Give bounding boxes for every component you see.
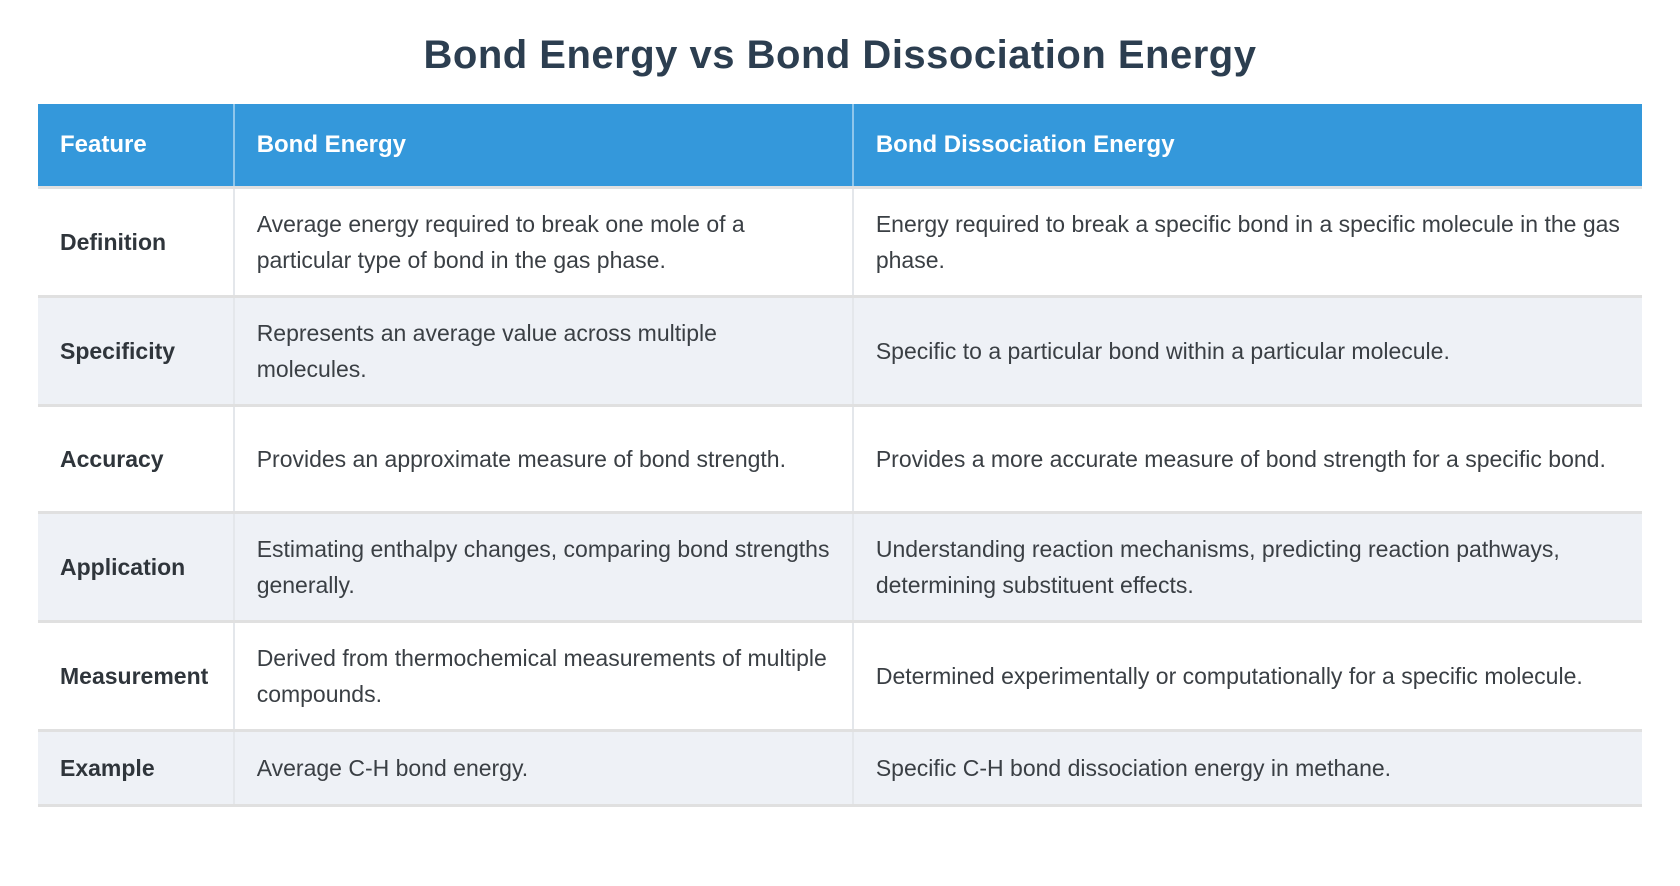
bond-dissociation-energy-cell: Determined experimentally or computation… — [852, 620, 1642, 731]
table-row: Application Estimating enthalpy changes,… — [38, 511, 1642, 622]
bond-energy-cell: Estimating enthalpy changes, comparing b… — [233, 511, 854, 622]
table-body: Definition Average energy required to br… — [38, 186, 1642, 807]
comparison-table: Feature Bond Energy Bond Dissociation En… — [38, 104, 1642, 807]
table-row: Measurement Derived from thermochemical … — [38, 620, 1642, 731]
bond-energy-cell: Average energy required to break one mol… — [233, 186, 854, 297]
feature-cell: Application — [38, 511, 235, 622]
feature-cell: Definition — [38, 186, 235, 297]
table-row: Accuracy Provides an approximate measure… — [38, 404, 1642, 513]
table-header: Feature Bond Energy Bond Dissociation En… — [38, 104, 1642, 188]
feature-cell: Measurement — [38, 620, 235, 731]
feature-cell: Accuracy — [38, 404, 235, 513]
feature-cell: Specificity — [38, 295, 235, 406]
bond-dissociation-energy-cell: Specific C-H bond dissociation energy in… — [852, 729, 1642, 807]
bond-energy-cell: Represents an average value across multi… — [233, 295, 854, 406]
comparison-table-container: Feature Bond Energy Bond Dissociation En… — [38, 104, 1642, 807]
table-row: Specificity Represents an average value … — [38, 295, 1642, 406]
bond-dissociation-energy-cell: Energy required to break a specific bond… — [852, 186, 1642, 297]
column-header-bond-dissociation-energy: Bond Dissociation Energy — [852, 104, 1642, 188]
bond-energy-cell: Average C-H bond energy. — [233, 729, 854, 807]
column-header-bond-energy: Bond Energy — [233, 104, 854, 188]
bond-energy-cell: Provides an approximate measure of bond … — [233, 404, 854, 513]
header-row: Feature Bond Energy Bond Dissociation En… — [38, 104, 1642, 188]
column-header-feature: Feature — [38, 104, 235, 188]
bond-dissociation-energy-cell: Specific to a particular bond within a p… — [852, 295, 1642, 406]
bond-dissociation-energy-cell: Provides a more accurate measure of bond… — [852, 404, 1642, 513]
table-row: Example Average C-H bond energy. Specifi… — [38, 729, 1642, 807]
bond-dissociation-energy-cell: Understanding reaction mechanisms, predi… — [852, 511, 1642, 622]
bond-energy-cell: Derived from thermochemical measurements… — [233, 620, 854, 731]
feature-cell: Example — [38, 729, 235, 807]
table-row: Definition Average energy required to br… — [38, 186, 1642, 297]
page-title: Bond Energy vs Bond Dissociation Energy — [423, 33, 1257, 77]
